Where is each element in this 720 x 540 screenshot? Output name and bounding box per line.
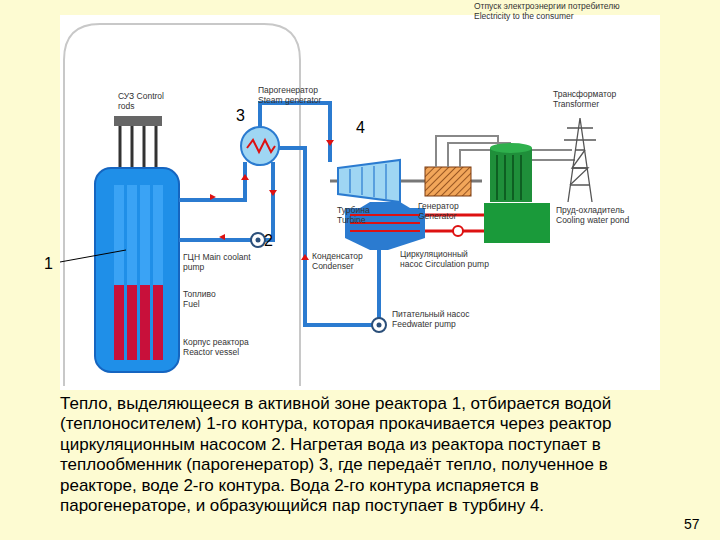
flow-arrows: [210, 140, 334, 260]
main-coolant-pump: [251, 233, 265, 247]
containment-outline: [64, 24, 300, 386]
part-label: СУЗ Control rods: [118, 92, 180, 112]
callout-number: 3: [236, 108, 245, 124]
circulation-pump: [453, 226, 463, 236]
figure-ground: [60, 15, 660, 390]
caption: Тепло, выделяющееся в активной зоне реак…: [60, 394, 664, 516]
power-tower: [564, 118, 596, 202]
callout-number: 1: [44, 256, 53, 272]
transformer: [490, 143, 532, 202]
callout-number: 2: [264, 233, 273, 249]
part-label: Конденсатор Condenser: [312, 252, 370, 272]
turbine-blades: [350, 164, 386, 199]
fuel-rods: [114, 285, 163, 360]
callout-number: 4: [356, 120, 365, 136]
primary-loop: [179, 162, 273, 240]
feedwater-pump: [372, 318, 386, 332]
steam-generator: [241, 127, 279, 165]
reactor-vessel: [95, 168, 179, 372]
turbine: [338, 160, 400, 202]
cooling-pond: [484, 203, 550, 243]
part-label: Корпус реактора Reactor vessel: [183, 338, 263, 358]
page-number: 57: [684, 516, 700, 532]
part-label: Топливо Fuel: [183, 290, 233, 310]
part-label: Циркуляционный насос Circulation pump: [400, 250, 492, 270]
part-label: Питательный насос Feedwater pump: [392, 310, 472, 330]
part-label: Турбина Turbine: [337, 206, 387, 226]
part-label: Трансформатор Transformer: [553, 90, 625, 110]
part-label: Парогенератор Steam generator: [258, 86, 324, 106]
generator: [425, 167, 471, 196]
part-label: Отпуск электроэнергии потребителю Electr…: [474, 2, 634, 22]
part-label: Генератор Generator: [418, 202, 470, 222]
part-label: Пруд-охладитель Cooling water pond: [556, 206, 648, 226]
leader-line: [60, 250, 126, 262]
part-label: ГЦН Main coolant pump: [183, 253, 273, 273]
